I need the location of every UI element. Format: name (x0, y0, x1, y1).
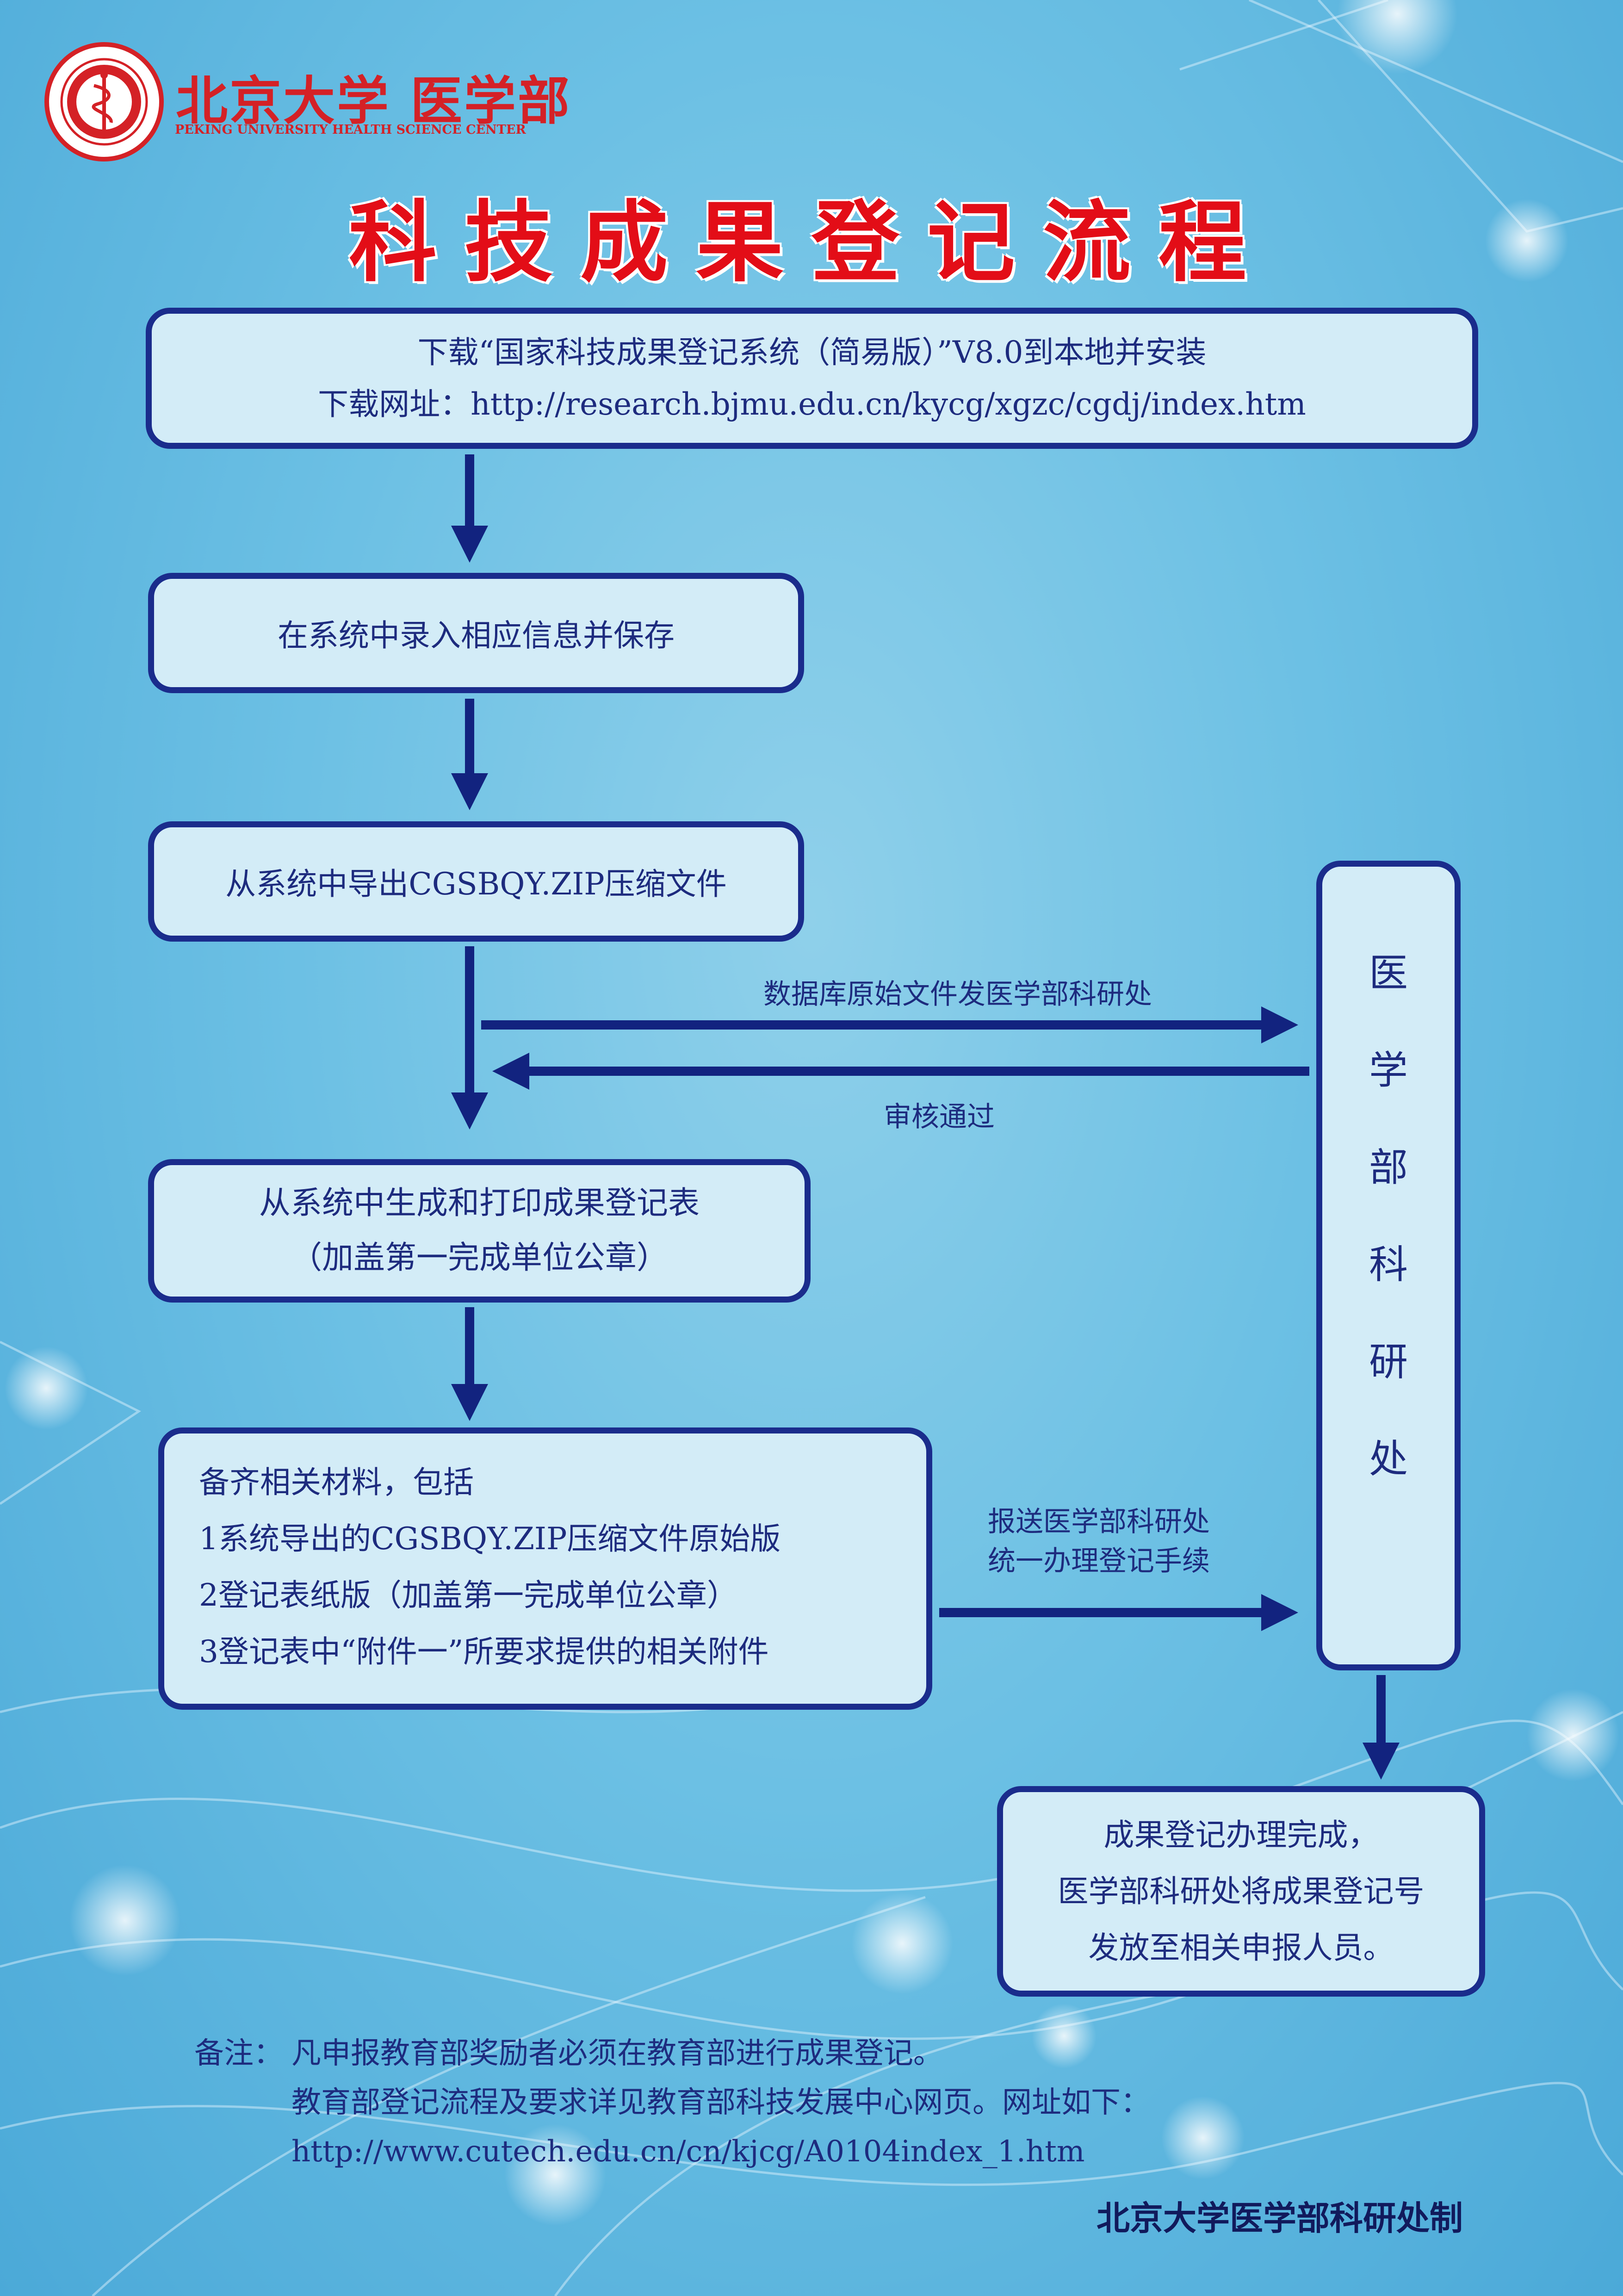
office-char-3: 部 (1369, 1145, 1408, 1190)
materials-intro: 备齐相关材料，包括 (199, 1464, 474, 1500)
label-submit-1: 报送医学部科研处 (988, 1506, 1210, 1538)
office-char-1: 医 (1369, 950, 1408, 996)
step-export-zip-text: 从系统中导出CGSBQY.ZIP压缩文件 (225, 866, 727, 902)
note-line-2: 教育部登记流程及要求详见教育部科技发展中心网页。网址如下： (291, 2085, 1150, 2120)
research-office-box: 医 学 部 科 研 处 (1316, 861, 1461, 1670)
label-approved: 审核通过 (884, 1101, 995, 1133)
step-download-install: 下载“国家科技成果登记系统（简易版）”V8.0到本地并安装 下载网址：http:… (146, 308, 1478, 449)
logo-chinese-name: 北京大学 医学部 (176, 71, 571, 131)
result-line-3: 发放至相关申报人员。 (1088, 1930, 1394, 1966)
step-print-form-line-1: 从系统中生成和打印成果登记表 (259, 1185, 700, 1222)
materials-item-2: 2登记表纸版（加盖第一完成单位公章） (199, 1577, 737, 1613)
office-char-2: 学 (1369, 1048, 1408, 1093)
university-seal-icon (44, 42, 164, 161)
note-section: 备注： 凡申报教育部奖励者必须在教育部进行成果登记。 教育部登记流程及要求详见教… (194, 2029, 1443, 2176)
result-line-2: 医学部科研处将成果登记号 (1058, 1873, 1425, 1909)
note-line-1: 凡申报教育部奖励者必须在教育部进行成果登记。 (291, 2036, 943, 2071)
step-enter-info: 在系统中录入相应信息并保存 (148, 573, 804, 693)
step-prepare-materials: 备齐相关材料，包括 1系统导出的CGSBQY.ZIP压缩文件原始版 2登记表纸版… (158, 1427, 932, 1710)
logo-english-name: PEKING UNIVERSITY HEALTH SCIENCE CENTER (175, 123, 526, 137)
page-title: 科技成果登记流程 (348, 192, 1274, 294)
label-submit-2: 统一办理登记手续 (988, 1545, 1210, 1577)
office-char-4: 科 (1369, 1242, 1408, 1287)
label-send-db: 数据库原始文件发医学部科研处 (763, 978, 1152, 1011)
step-print-form-line-2: （加盖第一完成单位公章） (290, 1240, 668, 1276)
materials-item-3: 3登记表中“附件一”所要求提供的相关附件 (199, 1634, 769, 1669)
result-line-1: 成果登记办理完成， (1103, 1817, 1379, 1853)
step-print-form: 从系统中生成和打印成果登记表 （加盖第一完成单位公章） (148, 1159, 811, 1303)
step-download-line-1: 下载“国家科技成果登记系统（简易版）”V8.0到本地并安装 (417, 334, 1207, 370)
step-download-url: 下载网址：http://research.bjmu.edu.cn/kycg/xg… (318, 386, 1306, 422)
step-export-zip: 从系统中导出CGSBQY.ZIP压缩文件 (148, 821, 804, 942)
pkuhsc-logo: 北京大学 医学部 PEKING UNIVERSITY HEALTH SCIENC… (44, 42, 570, 167)
materials-item-1: 1系统导出的CGSBQY.ZIP压缩文件原始版 (199, 1521, 781, 1557)
step-enter-info-text: 在系统中录入相应信息并保存 (278, 618, 675, 653)
result-box: 成果登记办理完成， 医学部科研处将成果登记号 发放至相关申报人员。 (997, 1786, 1485, 1997)
footer-credit: 北京大学医学部科研处制 (1096, 2199, 1463, 2238)
note-prefix: 备注： (194, 2036, 283, 2071)
note-url[interactable]: http://www.cutech.edu.cn/cn/kjcg/A0104in… (291, 2135, 1085, 2169)
office-char-6: 处 (1369, 1436, 1408, 1482)
office-char-5: 研 (1369, 1339, 1408, 1384)
